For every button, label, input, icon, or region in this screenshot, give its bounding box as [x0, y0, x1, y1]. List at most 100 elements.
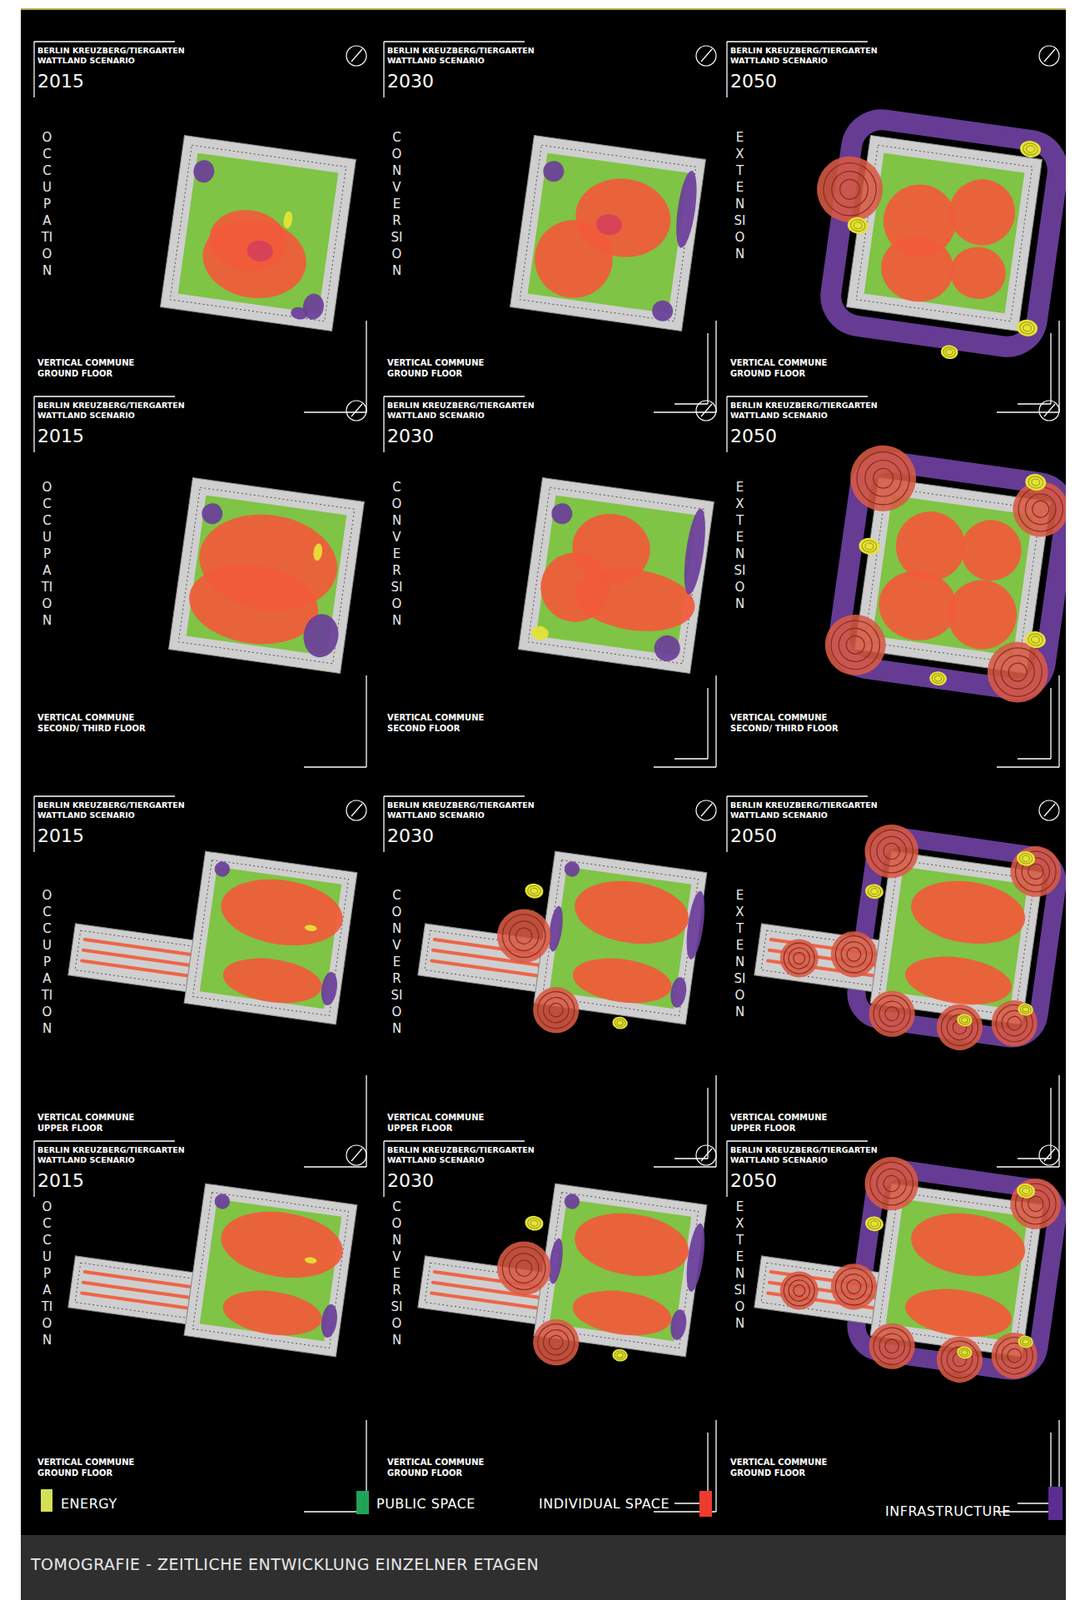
- corner-bracket: [1058, 675, 1060, 767]
- header-rule: [383, 395, 525, 397]
- corner-bracket: [715, 675, 717, 767]
- compass-icon: [1039, 800, 1060, 821]
- energy-swirl: [1022, 1006, 1030, 1013]
- individual-extension: [866, 987, 918, 1040]
- individual-space: [431, 1293, 538, 1309]
- infrastructure-zone: [289, 306, 309, 321]
- energy-swirl: [960, 1348, 968, 1355]
- extension-swirl: [1012, 1180, 1059, 1227]
- year-label: 2030: [387, 70, 434, 93]
- energy-zone: [523, 1214, 544, 1232]
- energy-swirl: [527, 1216, 542, 1229]
- corner-bracket: [303, 1165, 367, 1167]
- header-rule: [383, 396, 384, 453]
- infrastructure-zone: [680, 507, 710, 596]
- individual-space: [942, 575, 1021, 654]
- individual-extension: [861, 1153, 922, 1215]
- extension-swirl: [884, 1338, 901, 1354]
- panel-header: BERLIN KREUZBERG/TIERGARTEN WATTLAND SCE…: [387, 400, 579, 421]
- extension-swirl: [1012, 848, 1059, 895]
- year-label: 2050: [730, 825, 777, 847]
- extension-swirl: [1015, 483, 1066, 534]
- header-rule: [726, 396, 727, 453]
- extension-swirl: [877, 1331, 906, 1360]
- extension-swirl: [833, 1265, 876, 1308]
- plan-outline: [510, 135, 707, 332]
- extension-swirl: [542, 995, 571, 1025]
- energy-swirl: [530, 1219, 539, 1227]
- floor-plan: [66, 1166, 358, 1357]
- floor-plan: [412, 1166, 711, 1384]
- energy-swirl: [1022, 142, 1039, 156]
- floor-plan: [820, 440, 1066, 707]
- extension-swirl: [514, 926, 533, 946]
- energy-swirl: [1025, 144, 1036, 153]
- phase-word: EXTENSION: [733, 129, 747, 263]
- floor-label: VERTICAL COMMUNE GROUND FLOOR: [37, 357, 163, 379]
- individual-extension: [1007, 842, 1066, 901]
- legend-swatch: [699, 1490, 712, 1517]
- extension-swirl: [829, 169, 871, 210]
- plan-wall: [169, 144, 346, 321]
- energy-swirl: [1019, 321, 1036, 335]
- corner-bracket: [996, 1165, 1060, 1167]
- infrastructure-zone: [563, 860, 582, 878]
- extension-swirl: [792, 1284, 807, 1298]
- header-rule: [383, 40, 525, 42]
- energy-zone: [1015, 318, 1039, 338]
- panel-header: BERLIN KREUZBERG/TIERGARTEN WATTLAND SCE…: [37, 800, 229, 821]
- energy-swirl: [1030, 477, 1041, 486]
- floor-plan: [510, 135, 707, 332]
- header-rule: [34, 395, 175, 397]
- individual-extension: [827, 928, 880, 981]
- energy-swirl: [617, 1020, 624, 1026]
- extension-swirl: [882, 1174, 901, 1193]
- individual-extension: [821, 610, 890, 679]
- corner-bracket: [706, 333, 708, 404]
- extension-swirl: [993, 1334, 1036, 1377]
- extension-swirl: [1007, 661, 1029, 683]
- extension-swirl: [836, 626, 875, 664]
- compass-needle: [1044, 49, 1056, 62]
- year-label: 2015: [37, 425, 85, 448]
- legend-swatch: [356, 1490, 369, 1514]
- individual-extension: [493, 905, 555, 966]
- header-rule: [726, 795, 868, 797]
- energy-zone: [1015, 850, 1036, 868]
- year-label: 2050: [730, 1169, 777, 1192]
- corner-bracket: [365, 675, 367, 767]
- individual-extension: [988, 996, 1041, 1049]
- extension-swirl: [939, 1005, 981, 1048]
- legend-label: INFRASTRUCTURE: [885, 1503, 1011, 1519]
- floor-plan: [412, 834, 711, 1051]
- compass-icon: [696, 400, 717, 421]
- individual-space: [570, 172, 676, 264]
- individual-space: [216, 1204, 348, 1285]
- individual-extension: [493, 1237, 555, 1299]
- energy-swirl: [960, 1016, 968, 1023]
- extension-swirl: [846, 945, 862, 962]
- panel-header: BERLIN KREUZBERG/TIERGARTEN WATTLAND SCE…: [387, 800, 579, 821]
- header-rule: [34, 40, 175, 42]
- header-rule: [34, 795, 175, 797]
- floor-plan-illustrations: [20, 8, 1066, 1535]
- extension-swirl: [870, 992, 913, 1035]
- compass-needle: [1044, 403, 1056, 417]
- individual-extension: [827, 1260, 880, 1313]
- energy-swirl: [958, 1015, 971, 1026]
- infrastructure-band: [826, 115, 1062, 351]
- header-rule: [383, 1139, 525, 1141]
- corner-bracket: [1017, 403, 1051, 404]
- compass-icon: [696, 45, 717, 66]
- header-rule: [383, 41, 384, 98]
- energy-zone: [1017, 1001, 1035, 1016]
- individual-space: [81, 1293, 189, 1309]
- infrastructure-zone: [550, 502, 574, 526]
- plan-wall: [519, 144, 696, 321]
- floor-label: VERTICAL COMMUNE GROUND FLOOR: [730, 1456, 856, 1479]
- legend-swatch: [40, 1488, 53, 1512]
- phase-word: CONVERSION: [390, 886, 404, 1037]
- phase-word: OCCUPATION: [40, 129, 54, 279]
- energy-swirl: [1030, 635, 1041, 643]
- floor-label: VERTICAL COMMUNE GROUND FLOOR: [387, 357, 513, 379]
